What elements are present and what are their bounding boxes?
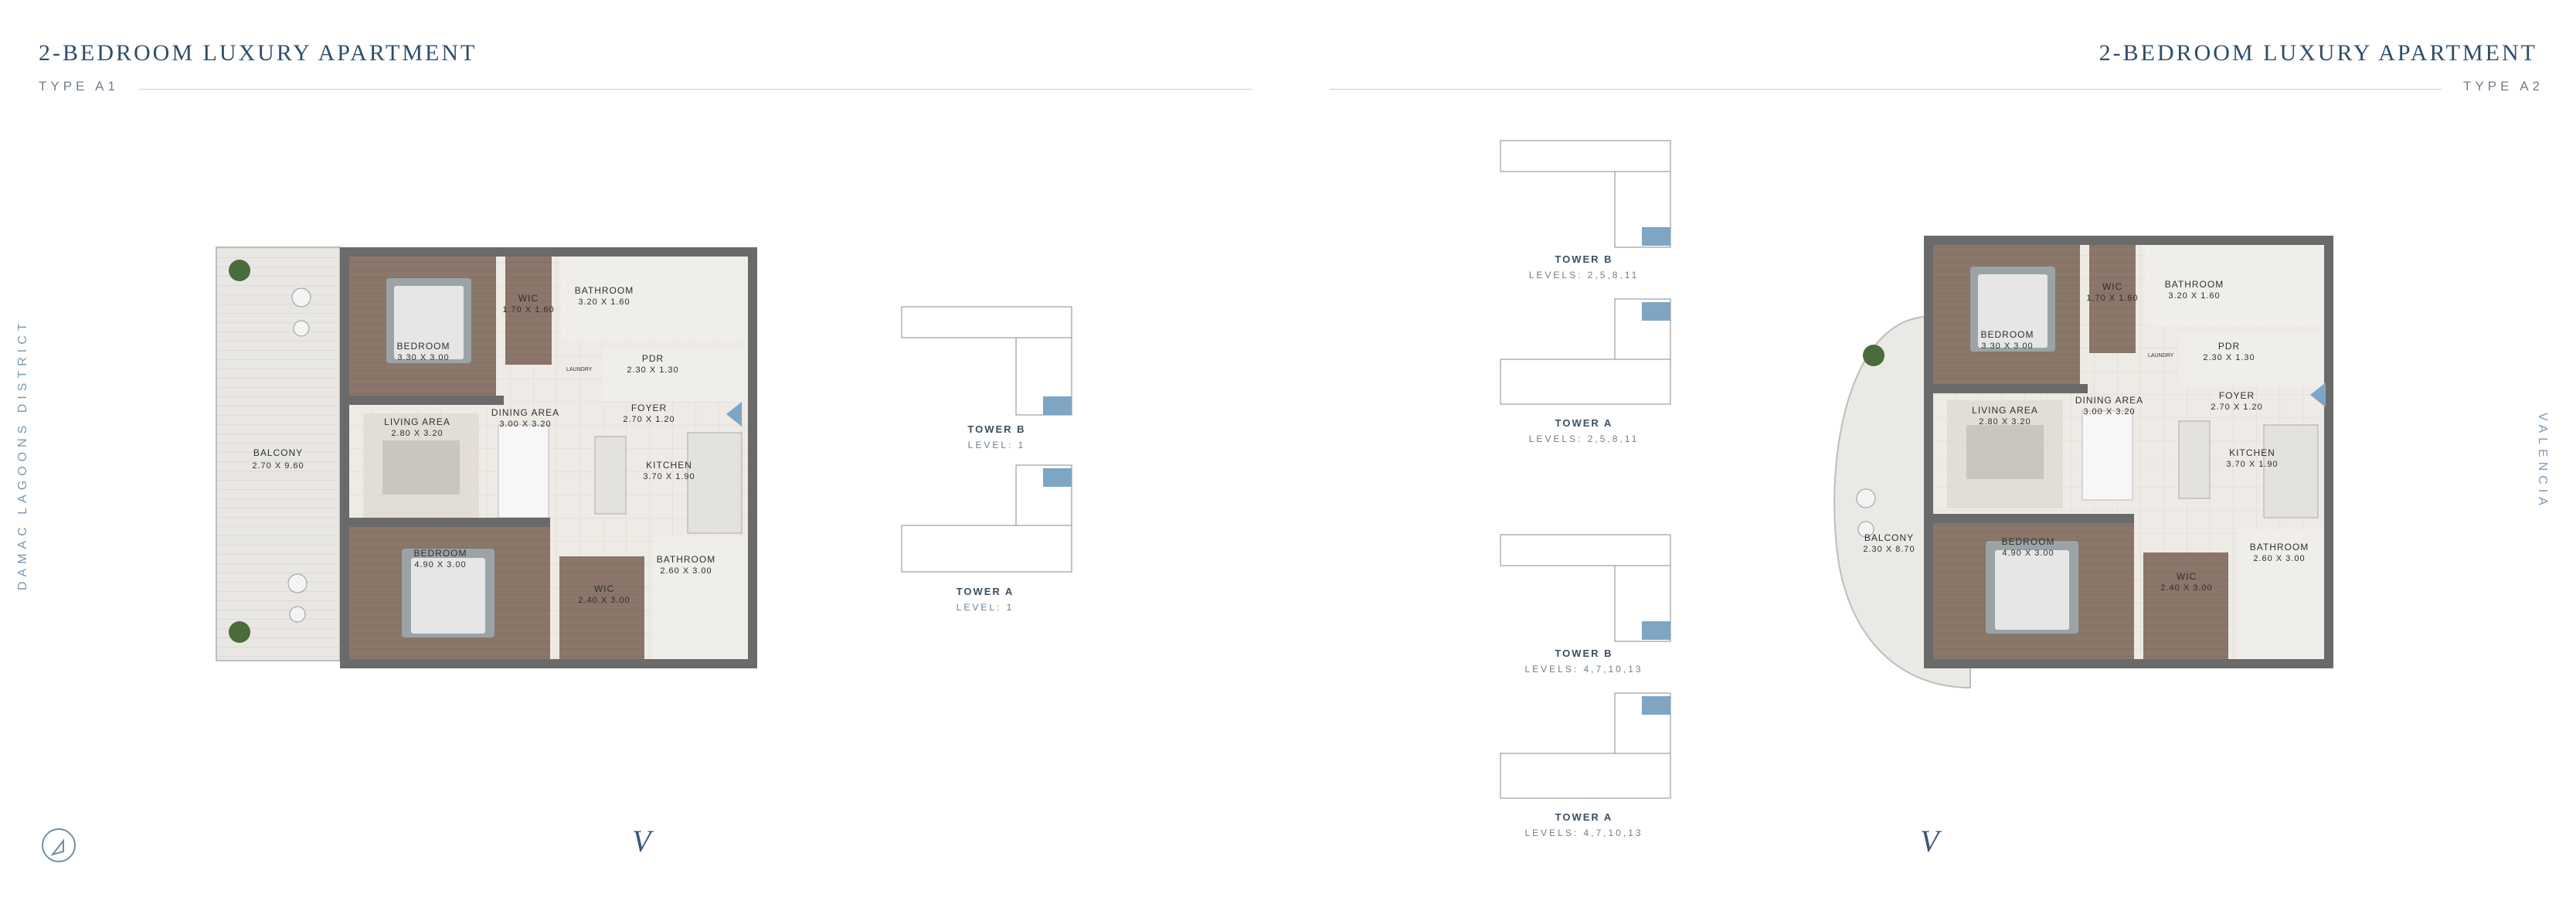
bedroom-1-dim: 3.30 X 3.00 — [397, 353, 449, 362]
district-vertical-text: DAMAC LAGOONS DISTRICT — [16, 318, 29, 590]
bathroom-2-dim: 2.60 X 3.00 — [2253, 554, 2305, 563]
floor-plan-a2: BALCONY 2.30 X 8.70 BEDROOM 3.30 X 3.00 … — [1833, 236, 2333, 689]
community-vertical-text: VALENCIA — [2536, 413, 2549, 510]
wic-1-label: WIC — [2102, 281, 2122, 292]
page-title-right: 2-BEDROOM LUXURY APARTMENT — [2099, 40, 2537, 66]
wic-2-label: WIC — [2177, 571, 2197, 582]
pdr-dim: 2.30 X 1.30 — [2203, 353, 2255, 362]
bathroom-1-label: BATHROOM — [575, 285, 634, 296]
type-label-right: TYPE A2 — [2463, 79, 2544, 93]
laundry-label: LAUNDRY — [2148, 353, 2174, 359]
logo-v-icon: V — [632, 824, 651, 858]
bathroom-2-label: BATHROOM — [2250, 542, 2309, 552]
bedroom-2-dim: 4.90 X 3.00 — [2002, 549, 2054, 558]
living-label: LIVING AREA — [1972, 405, 2038, 416]
foyer-dim: 2.70 X 1.20 — [623, 415, 675, 424]
keyplan-level: LEVELS: 4,7,10,13 — [1524, 664, 1643, 675]
balcony-label: BALCONY — [253, 447, 303, 458]
plant-icon — [229, 260, 250, 281]
bedroom-1-label: BEDROOM — [1980, 329, 2034, 340]
keyplan-label-mid-b-1: TOWER B LEVELS: 2,5,8,11 — [1507, 253, 1661, 280]
wic-1-dim: 1.70 X 1.60 — [502, 305, 554, 314]
dining-dim: 3.00 X 3.20 — [499, 420, 551, 429]
foyer-dim: 2.70 X 1.20 — [2211, 403, 2262, 412]
keyplan-level: LEVEL: 1 — [956, 602, 1014, 613]
keyplan-label-mid-a-2: TOWER A LEVELS: 4,7,10,13 — [1507, 811, 1661, 838]
keyplan-title: TOWER A — [1555, 417, 1613, 429]
living-dim: 2.80 X 3.20 — [391, 429, 443, 438]
plant-icon — [1863, 345, 1884, 366]
keyplan-left-tower-a — [901, 464, 1072, 573]
wic-2-label: WIC — [594, 583, 614, 594]
laundry-label: LAUNDRY — [566, 367, 593, 372]
header-rule-left — [139, 89, 1252, 90]
wic-1-dim: 1.70 X 1.60 — [2086, 294, 2138, 303]
keyplan-mid-tower-a-1 — [1500, 298, 1671, 405]
dining-dim: 3.00 X 3.20 — [2083, 407, 2135, 416]
entry-arrow-icon — [726, 402, 742, 427]
keyplan-title: TOWER A — [1555, 811, 1613, 823]
keyplan-mid-tower-b-1 — [1500, 140, 1671, 248]
page-title-left: 2-BEDROOM LUXURY APARTMENT — [39, 40, 477, 66]
living-dim: 2.80 X 3.20 — [1979, 417, 2031, 427]
keyplan-level: LEVELS: 2,5,8,11 — [1528, 270, 1640, 280]
kitchen-dim: 3.70 X 1.90 — [2226, 460, 2278, 469]
pdr-label: PDR — [2218, 341, 2240, 352]
keyplan-label-mid-a-1: TOWER A LEVELS: 2,5,8,11 — [1507, 417, 1661, 444]
bedroom-1-dim: 3.30 X 3.00 — [1981, 342, 2033, 351]
logo-v-icon: V — [1920, 824, 1939, 858]
keyplan-mid-tower-a-2 — [1500, 692, 1671, 799]
bedroom-2-dim: 4.90 X 3.00 — [414, 560, 466, 569]
wic-2-dim: 2.40 X 3.00 — [578, 596, 630, 605]
balcony-dim: 2.30 X 8.70 — [1863, 545, 1915, 554]
bathroom-1-label: BATHROOM — [2165, 279, 2224, 290]
bedroom-1-label: BEDROOM — [396, 341, 450, 352]
keyplan-title: TOWER A — [956, 586, 1014, 597]
bedroom-2-label: BEDROOM — [413, 548, 467, 559]
keyplan-level: LEVEL: 1 — [967, 440, 1026, 450]
header-rule-right — [1329, 89, 2442, 90]
keyplan-label-left-b: TOWER B LEVEL: 1 — [919, 423, 1074, 450]
pdr-dim: 2.30 X 1.30 — [627, 365, 678, 375]
bathroom-1-dim: 3.20 X 1.60 — [578, 297, 630, 307]
keyplan-label-mid-b-2: TOWER B LEVELS: 4,7,10,13 — [1507, 648, 1661, 675]
balcony-dim: 2.70 X 9.60 — [252, 461, 304, 471]
keyplan-title: TOWER B — [1555, 253, 1613, 265]
keyplan-title: TOWER B — [967, 423, 1026, 435]
bathroom-2-dim: 2.60 X 3.00 — [660, 566, 712, 576]
keyplan-level: LEVELS: 4,7,10,13 — [1524, 828, 1643, 838]
type-label-left: TYPE A1 — [39, 79, 119, 93]
entry-arrow-icon — [2310, 382, 2326, 407]
floor-plan-a1: BALCONY 2.70 X 9.60 BEDROOM 3.30 X 3.00 … — [216, 246, 757, 668]
keyplan-mid-tower-b-2 — [1500, 534, 1671, 642]
pdr-label: PDR — [642, 353, 664, 364]
keyplan-level: LEVELS: 2,5,8,11 — [1528, 433, 1640, 444]
wic-2-dim: 2.40 X 3.00 — [2160, 583, 2212, 593]
bedroom-2-label: BEDROOM — [2001, 536, 2054, 547]
living-label: LIVING AREA — [384, 416, 450, 427]
plant-icon — [229, 621, 250, 643]
balcony-label: BALCONY — [1864, 532, 1914, 543]
wic-1-label: WIC — [518, 293, 539, 304]
kitchen-label: KITCHEN — [646, 460, 692, 471]
keyplan-label-left-a: TOWER A LEVEL: 1 — [908, 586, 1062, 613]
bathroom-1-dim: 3.20 X 1.60 — [2168, 291, 2220, 301]
dining-label: DINING AREA — [491, 407, 559, 418]
dining-label: DINING AREA — [2075, 395, 2143, 406]
foyer-label: FOYER — [631, 403, 667, 413]
kitchen-label: KITCHEN — [2229, 447, 2275, 458]
keyplan-left-tower-b — [901, 306, 1072, 416]
keyplan-title: TOWER B — [1555, 648, 1613, 659]
compass-icon — [42, 828, 76, 862]
bathroom-2-label: BATHROOM — [657, 554, 715, 565]
foyer-label: FOYER — [2219, 390, 2255, 401]
kitchen-dim: 3.70 X 1.90 — [643, 472, 695, 481]
balcony-area — [216, 246, 341, 661]
